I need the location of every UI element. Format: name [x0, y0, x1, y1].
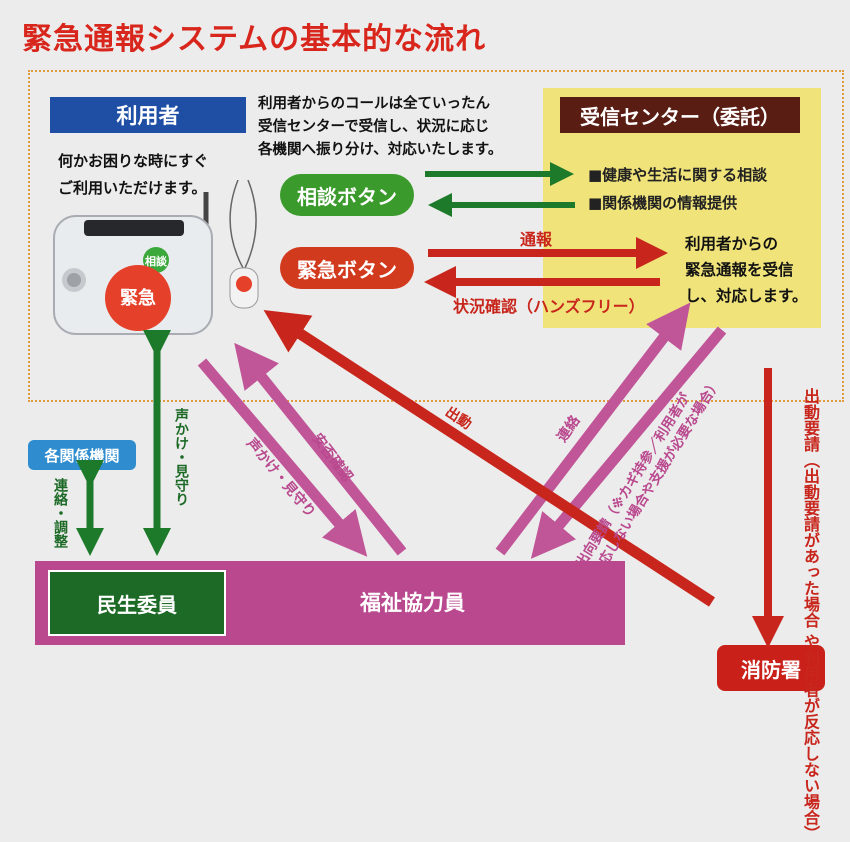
liaison-label: 連絡・調整: [52, 478, 68, 548]
safety-check-arrow: [234, 342, 407, 556]
fire-station-box: 消防署: [717, 645, 825, 691]
report-label: 通報: [520, 230, 553, 249]
status-check-label: 状況確認（ハンズフリー）: [453, 297, 645, 316]
service-agency-info: ■関係機関の情報提供: [588, 194, 738, 212]
center-description: 利用者からのコールは全ていったん 受信センターで受信し、状況に応じ 各機関へ振り…: [258, 96, 503, 158]
center-label: 受信センター（委託）: [560, 97, 800, 133]
minsei-watch-label: 声かけ・見守り: [173, 408, 189, 506]
minsei-box: 民生委員: [48, 570, 226, 636]
welfare-label: 福祉協力員: [360, 591, 465, 615]
consult-button: 相談ボタン: [280, 174, 414, 216]
user-description: 何かお困りな時にすぐ ご利用いただけます。: [58, 152, 209, 197]
flow-arrows: [76, 162, 784, 648]
device-consult-label: 相談: [145, 254, 168, 268]
upper-section-frame: [28, 70, 844, 402]
contact-arrow: [495, 302, 691, 556]
receive-description: 利用者からの 緊急通報を受信 し、対応します。: [685, 235, 808, 305]
emergency-terminal-icon: 相談 緊急: [53, 180, 259, 335]
dispatch-arrow: [263, 309, 716, 607]
welfare-watch-arrow: [197, 358, 368, 557]
page-title: 緊急通報システムの基本的な流れ: [22, 22, 487, 57]
user-label: 利用者: [50, 97, 246, 133]
fire-request-label: 出動要請（出動要請があった場合 や利用者が反応しない場合）: [801, 388, 820, 842]
device-emergency-label: 緊急: [120, 287, 156, 309]
emergency-button: 緊急ボタン: [280, 247, 414, 289]
service-health-consultation: ■健康や生活に関する相談: [588, 166, 768, 184]
